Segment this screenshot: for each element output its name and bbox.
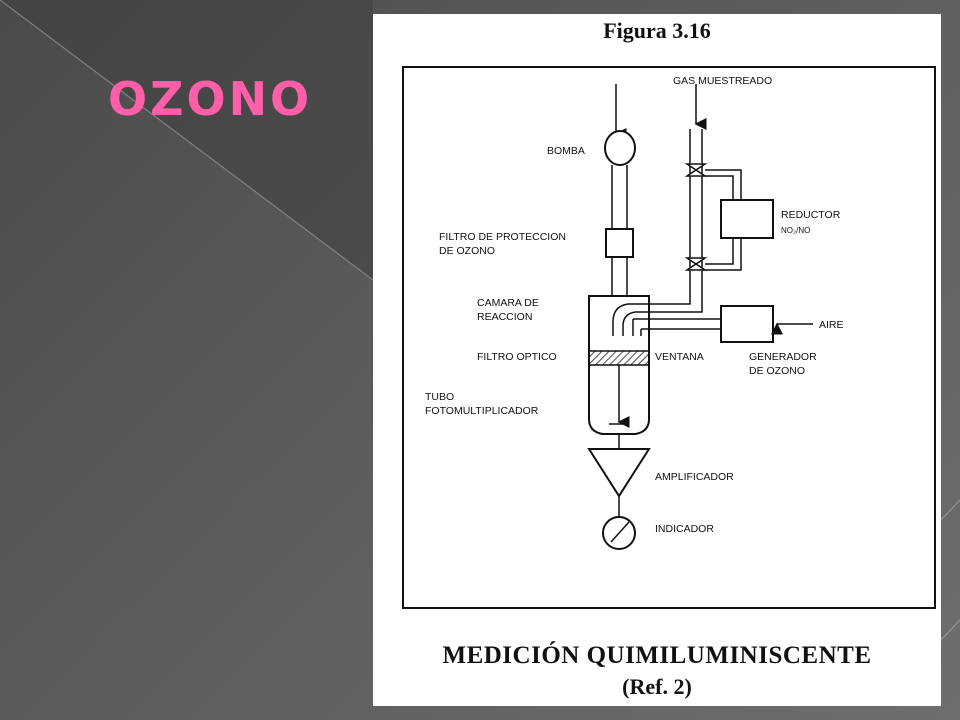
label-tubo-1: TUBO [425,391,454,403]
chemiluminescence-diagram: GAS MUESTREADO BOMBA REDUCTOR NO₂/NO FIL… [402,66,936,609]
label-generador-2: DE OZONO [749,365,805,377]
ozone-generator-box [720,305,774,343]
label-camara-1: CAMARA DE [477,297,539,309]
label-filtro-proteccion-2: DE OZONO [439,245,495,257]
figure-caption: MEDICIÓN QUIMILUMINISCENTE [442,642,872,669]
label-filtro-proteccion-1: FILTRO DE PROTECCION [439,231,566,243]
label-generador-1: GENERADOR [749,351,817,363]
label-indicador: INDICADOR [655,523,714,535]
reductor-box [720,199,774,239]
figure-title: Figura 3.16 [603,18,711,43]
label-reductor-sub: NO₂/NO [781,226,810,235]
valve-top [684,163,708,177]
label-bomba: BOMBA [547,145,585,157]
label-filtro-optico: FILTRO OPTICO [477,351,557,363]
pump-shape [604,130,636,166]
label-ventana: VENTANA [655,351,704,363]
label-aire: AIRE [819,319,844,331]
amplifier-triangle [587,448,651,498]
optical-filter-window [588,350,650,366]
label-tubo-2: FOTOMULTIPLICADOR [425,405,539,417]
diagram-frame [402,66,936,609]
label-reductor: REDUCTOR [781,209,841,221]
label-gas-muestreado: GAS MUESTREADO [673,75,772,87]
label-camara-2: REACCION [477,311,532,323]
label-amplificador: AMPLIFICADOR [655,471,734,483]
ozone-filter-box [605,228,634,258]
figure-panel: Figura 3.16 [373,14,941,706]
valve-bottom [684,257,708,271]
figure-reference: (Ref. 2) [622,674,692,699]
slide-title: OZONO [108,72,313,126]
